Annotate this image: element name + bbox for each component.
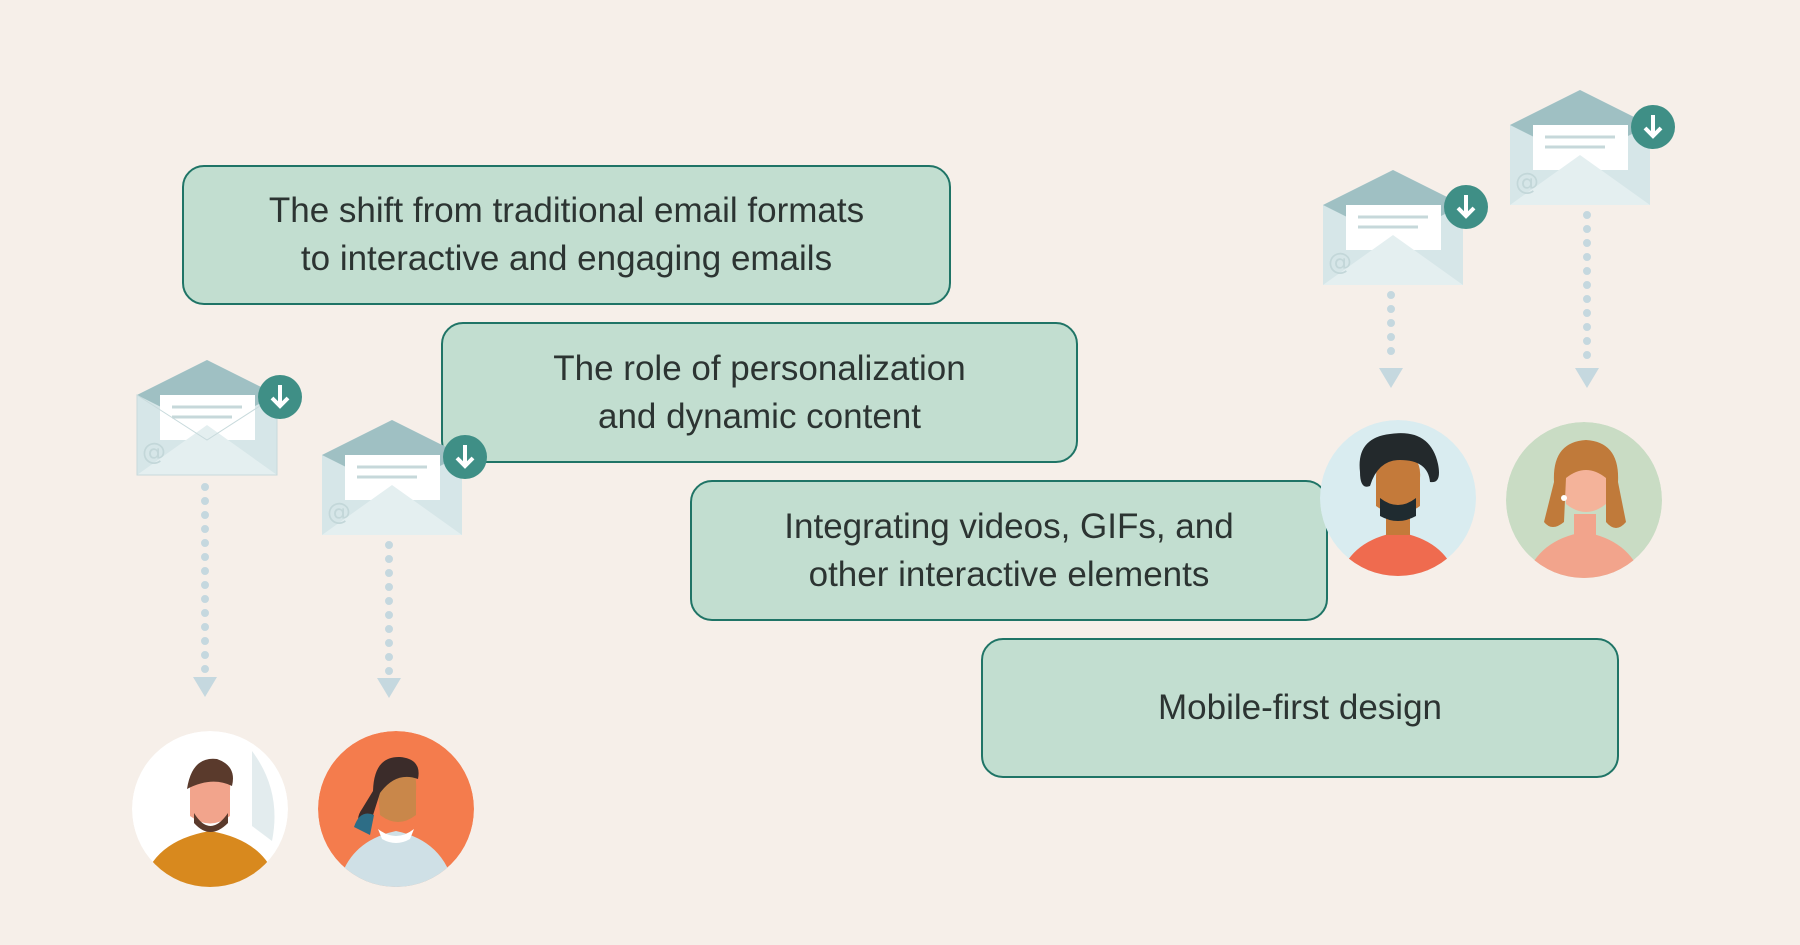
person-avatar-icon [1320, 420, 1476, 576]
topic-text-line: Integrating videos, GIFs, and [784, 506, 1234, 546]
topic-box-mobile-first: Mobile-first design [981, 638, 1619, 778]
svg-text:@: @ [1328, 248, 1352, 276]
download-badge-icon [443, 435, 487, 479]
open-envelope-icon: @ [132, 355, 302, 480]
topic-text-line: to interactive and engaging emails [300, 239, 833, 278]
topic-text-line: and dynamic content [598, 396, 921, 436]
svg-text:@: @ [1515, 168, 1539, 196]
dotted-down-arrow-icon [1376, 290, 1406, 390]
topic-text-line: Mobile-first design [1158, 688, 1442, 727]
download-badge-icon [1444, 185, 1488, 229]
dotted-down-arrow-icon [1572, 210, 1602, 390]
topic-text-line: The role of personalization [553, 348, 966, 388]
svg-text:@: @ [327, 498, 351, 526]
dotted-down-arrow-icon [374, 540, 404, 700]
open-envelope-icon: @ [317, 415, 487, 540]
person-avatar-icon [132, 731, 288, 887]
open-envelope-icon: @ [1505, 85, 1675, 210]
topic-box-video-gif-elements: Integrating videos, GIFs, and other inte… [690, 480, 1328, 621]
topic-box-personalization: The role of personalization and dynamic … [441, 322, 1078, 463]
topic-text-line: The shift from traditional email formats [268, 191, 865, 230]
topic-box-interactive-emails: The shift from traditional email formats… [182, 165, 951, 305]
topic-text-line: other interactive elements [808, 554, 1210, 594]
person-avatar-icon [1506, 422, 1662, 578]
download-badge-icon [258, 375, 302, 419]
open-envelope-icon: @ [1318, 165, 1488, 290]
person-avatar-icon [318, 731, 474, 887]
dotted-down-arrow-icon [190, 482, 220, 700]
download-badge-icon [1631, 105, 1675, 149]
svg-text:@: @ [142, 438, 166, 466]
